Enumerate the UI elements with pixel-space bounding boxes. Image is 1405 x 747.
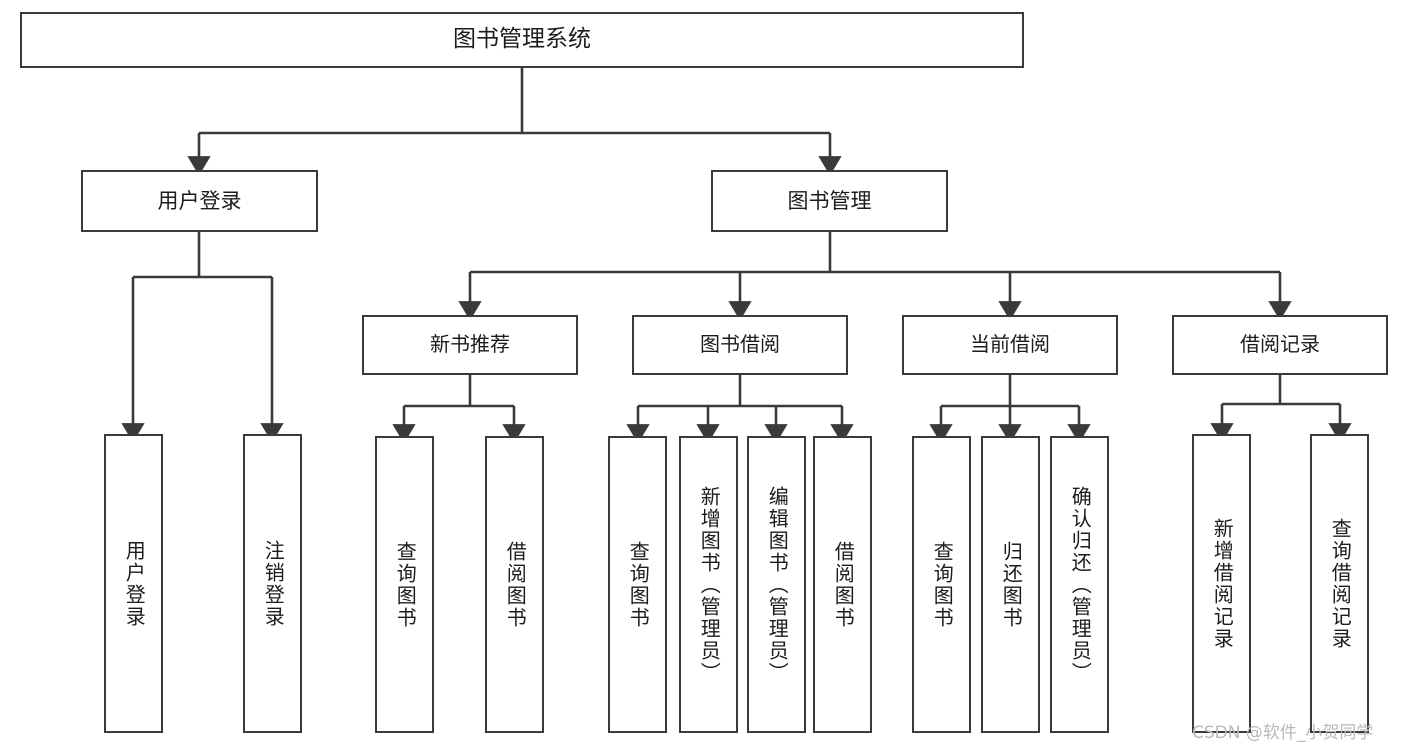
leaf-label: 新增借阅记录: [1210, 517, 1235, 650]
leaf-book-borrow-edit[interactable]: 编辑图书（管理员）: [747, 436, 806, 733]
leaf-label: 查询借阅记录: [1328, 517, 1353, 650]
leaf-label: 注销登录: [261, 539, 286, 628]
watermark: CSDN @软件_小贺同学: [1192, 718, 1373, 743]
watermark-text: CSDN @软件_小贺同学: [1192, 723, 1374, 743]
leaf-book-borrow-add[interactable]: 新增图书（管理员）: [679, 436, 738, 733]
node-user-login[interactable]: 用户登录: [81, 170, 318, 232]
node-borrow-record[interactable]: 借阅记录: [1172, 315, 1388, 375]
node-label: 借阅记录: [1240, 332, 1320, 357]
node-label: 图书管理: [787, 188, 872, 213]
node-book-management[interactable]: 图书管理: [711, 170, 948, 232]
node-current-borrow[interactable]: 当前借阅: [902, 315, 1118, 375]
leaf-borrow-record-query[interactable]: 查询借阅记录: [1310, 434, 1369, 733]
node-root-system[interactable]: 图书管理系统: [20, 12, 1024, 68]
node-new-book-recommend[interactable]: 新书推荐: [362, 315, 578, 375]
leaf-label: 用户登录: [122, 539, 147, 628]
leaf-label: 借阅图书: [503, 540, 528, 629]
node-label: 图书借阅: [700, 332, 780, 357]
leaf-book-borrow-query[interactable]: 查询图书: [608, 436, 667, 733]
leaf-borrow-record-add[interactable]: 新增借阅记录: [1192, 434, 1251, 733]
node-label: 图书管理系统: [453, 26, 591, 53]
node-label: 新书推荐: [430, 332, 510, 357]
node-book-borrow[interactable]: 图书借阅: [632, 315, 848, 375]
leaf-current-borrow-confirm-return[interactable]: 确认归还（管理员）: [1050, 436, 1109, 733]
leaf-label: 查询图书: [626, 540, 651, 629]
node-label: 当前借阅: [970, 332, 1050, 357]
leaf-label: 借阅图书: [831, 540, 856, 629]
leaf-label: 确认归还（管理员）: [1068, 485, 1093, 684]
leaf-current-borrow-return[interactable]: 归还图书: [981, 436, 1040, 733]
leaf-user-login-logout[interactable]: 注销登录: [243, 434, 302, 733]
leaf-new-book-borrow[interactable]: 借阅图书: [485, 436, 544, 733]
leaf-label: 查询图书: [930, 540, 955, 629]
leaf-user-login-login[interactable]: 用户登录: [104, 434, 163, 733]
leaf-book-borrow-borrow[interactable]: 借阅图书: [813, 436, 872, 733]
leaf-current-borrow-query[interactable]: 查询图书: [912, 436, 971, 733]
node-label: 用户登录: [157, 188, 242, 213]
leaf-label: 编辑图书（管理员）: [765, 485, 790, 684]
leaf-label: 查询图书: [393, 540, 418, 629]
leaf-new-book-query[interactable]: 查询图书: [375, 436, 434, 733]
leaf-label: 归还图书: [999, 540, 1024, 629]
leaf-label: 新增图书（管理员）: [697, 485, 722, 684]
